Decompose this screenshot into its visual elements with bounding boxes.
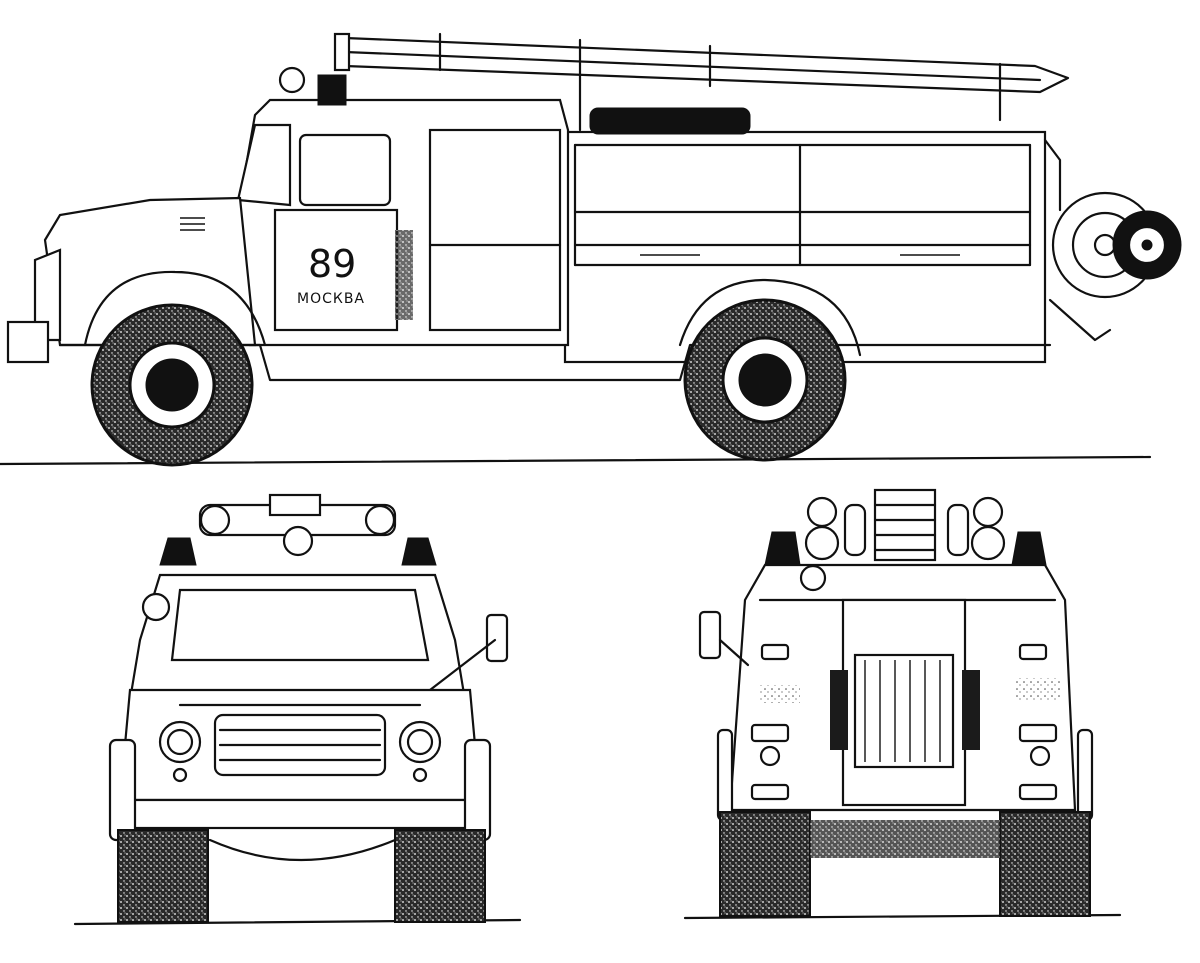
rear-tyre-right (999, 811, 1091, 917)
front-tyre-right (394, 829, 486, 923)
roof-ladder (333, 32, 1070, 132)
front-bumper (128, 798, 472, 830)
hose-reel (1043, 138, 1182, 342)
side-view: 89 МОСКВА (0, 32, 1182, 467)
cab: 89 МОСКВА (236, 66, 570, 347)
front-wheel-side (90, 303, 254, 467)
front-roof-lights (159, 493, 437, 566)
rear-view (683, 488, 1122, 920)
cab-city: МОСКВА (297, 291, 365, 307)
rear-tyre-left (719, 811, 811, 917)
cab-number: 89 (308, 242, 356, 286)
rear-wheel-side (683, 298, 847, 462)
front-view (73, 493, 522, 926)
rear-roof-equipment (764, 488, 1047, 566)
front-tyre-left (117, 829, 209, 923)
